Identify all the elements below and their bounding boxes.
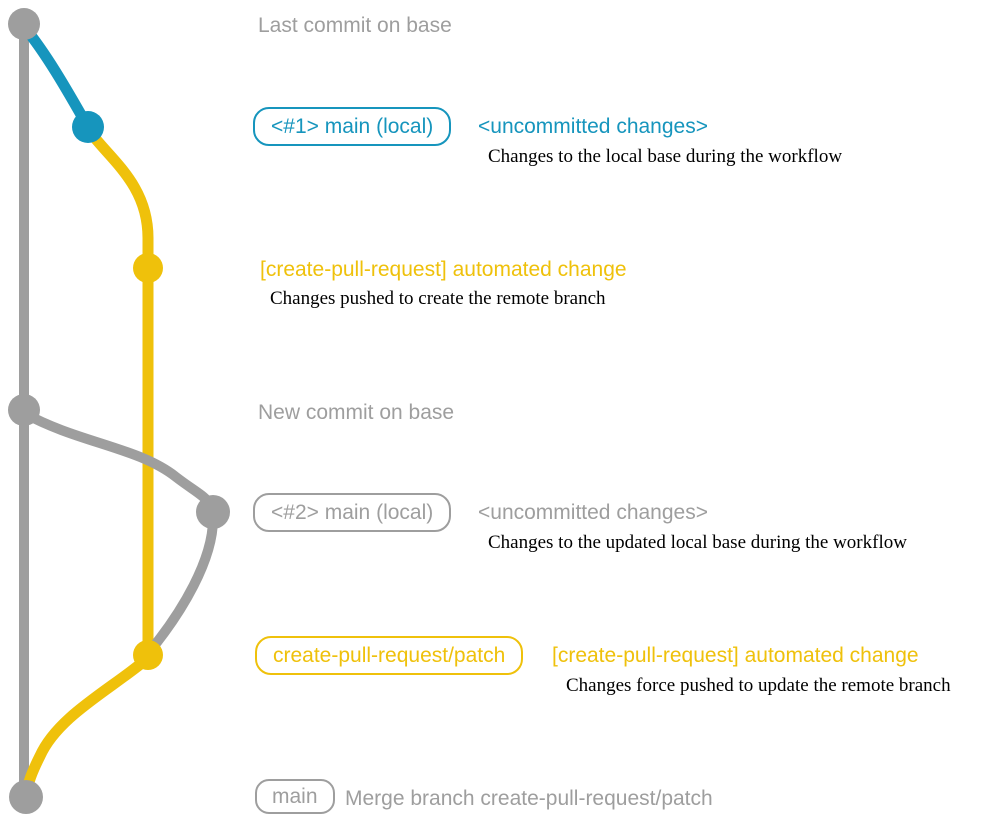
label-last-commit-on-base: Last commit on base bbox=[258, 14, 452, 37]
label-uncommitted-changes-1: <uncommitted changes> bbox=[478, 115, 708, 138]
commit-dot-local-main-2 bbox=[196, 495, 230, 529]
badge-create-pull-request-patch: create-pull-request/patch bbox=[255, 636, 524, 676]
note-pushed-create-remote: Changes pushed to create the remote bran… bbox=[270, 288, 606, 309]
commit-dot-new-base bbox=[8, 394, 40, 426]
label-new-commit-on-base: New commit on base bbox=[258, 401, 455, 424]
badge-main-local-2: <#2> main (local) bbox=[253, 493, 452, 533]
badge-main-local-1: <#1> main (local) bbox=[253, 107, 452, 147]
label-uncommitted-changes-2: <uncommitted changes> bbox=[478, 501, 708, 524]
label-automated-change-2: [create-pull-request] automated change bbox=[552, 644, 919, 667]
commit-dot-merge bbox=[9, 780, 43, 814]
commit-dot-local-main-1 bbox=[72, 111, 104, 143]
updated-local-branch-line bbox=[19, 408, 219, 656]
local-main-branch-line bbox=[19, 22, 94, 133]
commit-dot-automated-change-1 bbox=[133, 253, 163, 283]
patch-branch-line bbox=[82, 123, 154, 661]
note-force-pushed-update-remote: Changes force pushed to update the remot… bbox=[566, 675, 951, 696]
patch-branch-merge-line bbox=[20, 652, 154, 802]
commit-dot-automated-change-2 bbox=[133, 640, 163, 670]
note-updated-local-base-changes: Changes to the updated local base during… bbox=[488, 532, 907, 553]
note-local-base-changes: Changes to the local base during the wor… bbox=[488, 146, 843, 167]
commit-dot-last-base bbox=[8, 8, 40, 40]
badge-main: main bbox=[255, 779, 335, 815]
label-automated-change-1: [create-pull-request] automated change bbox=[260, 258, 627, 281]
label-merge-branch: Merge branch create-pull-request/patch bbox=[345, 787, 713, 810]
